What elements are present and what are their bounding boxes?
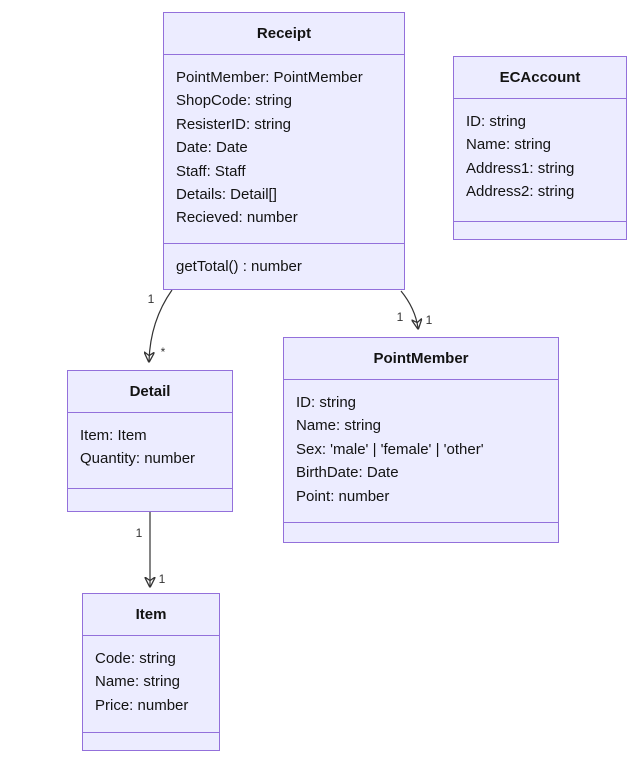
class-method: getTotal() : number xyxy=(176,257,302,275)
class-box-receipt: Receipt PointMember: PointMember ShopCod… xyxy=(163,12,405,290)
class-title: Item xyxy=(83,594,219,636)
class-attribute: Recieved: number xyxy=(176,209,298,227)
edge-label-receipt-pointmember-target: 1 xyxy=(425,313,433,327)
class-attribute: Details: Detail[] xyxy=(176,185,277,203)
edge-label-receipt-detail-source: 1 xyxy=(147,292,155,306)
class-box-pointmember: PointMember ID: string Name: string Sex:… xyxy=(283,337,559,543)
class-attributes-section: ID: string Name: string Address1: string… xyxy=(454,99,626,221)
class-attribute: Quantity: number xyxy=(80,450,196,468)
class-attribute: Sex: 'male' | 'female' | 'other' xyxy=(296,440,484,458)
class-attributes-section: Item: Item Quantity: number xyxy=(68,413,232,488)
class-attribute: Price: number xyxy=(95,696,189,714)
class-attribute: ID: string xyxy=(466,113,527,130)
class-attributes-section: ID: string Name: string Sex: 'male' | 'f… xyxy=(284,380,558,522)
class-box-detail: Detail Item: Item Quantity: number xyxy=(67,370,233,512)
class-title: Detail xyxy=(68,371,232,413)
class-box-ecaccount: ECAccount ID: string Name: string Addres… xyxy=(453,56,627,240)
edge-label-receipt-detail-target: * xyxy=(160,345,166,359)
class-attribute: Point: number xyxy=(296,487,390,505)
class-attribute: PointMember: PointMember xyxy=(176,69,363,86)
class-attributes-section: PointMember: PointMember ShopCode: strin… xyxy=(164,55,404,243)
class-title: Receipt xyxy=(164,13,404,55)
class-attribute: Staff: Staff xyxy=(176,162,246,180)
edge-label-detail-item-source: 1 xyxy=(135,526,143,540)
class-methods-section: getTotal() : number xyxy=(164,242,404,289)
class-attribute: Item: Item xyxy=(80,427,147,444)
edge-label-detail-item-target: 1 xyxy=(158,572,166,586)
class-attribute: Date: Date xyxy=(176,139,248,157)
class-attribute: BirthDate: Date xyxy=(296,464,399,482)
class-attribute: Name: string xyxy=(466,136,552,154)
class-attribute: Name: string xyxy=(296,417,382,435)
class-attribute: ResisterID: string xyxy=(176,115,292,133)
edge-label-receipt-pointmember-source: 1 xyxy=(396,310,404,324)
class-attribute: Name: string xyxy=(95,673,181,691)
class-attributes-section: Code: string Name: string Price: number xyxy=(83,636,219,732)
class-attribute: ShopCode: string xyxy=(176,92,292,110)
class-attribute: Address2: string xyxy=(466,183,575,201)
class-attribute: Code: string xyxy=(95,650,176,667)
class-methods-section xyxy=(284,522,558,542)
class-title: ECAccount xyxy=(454,57,626,99)
class-title: PointMember xyxy=(284,338,558,380)
class-attribute: Address1: string xyxy=(466,159,575,177)
class-attribute: ID: string xyxy=(296,394,357,411)
class-methods-section xyxy=(454,221,626,239)
class-box-item: Item Code: string Name: string Price: nu… xyxy=(82,593,220,751)
class-methods-section xyxy=(83,732,219,750)
class-methods-section xyxy=(68,488,232,511)
